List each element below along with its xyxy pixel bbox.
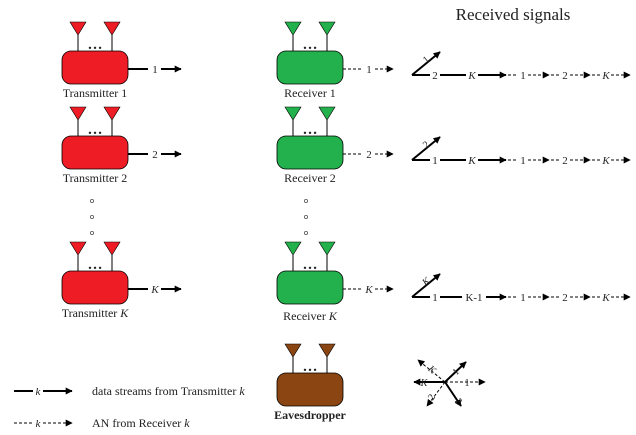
eavesdropper: … Eavesdropper — [274, 343, 347, 422]
legend: k data streams from Transmitter k k AN f… — [14, 384, 245, 430]
transmitter-k: … Transmitter K K — [61, 241, 182, 320]
desired-stream-arrow — [411, 136, 441, 161]
an-label: 1 — [520, 155, 526, 167]
an-label: 1 — [520, 70, 526, 82]
interference-label: K-1 — [465, 292, 482, 304]
transmitter-2-box — [61, 135, 129, 170]
eve-dashed-label: 1 — [465, 378, 470, 389]
vertical-ellipsis-receivers — [303, 198, 308, 235]
receiver-k: … Receiver K K — [276, 241, 394, 323]
an-label: K — [601, 70, 610, 82]
antenna-icon — [103, 241, 121, 256]
eve-solid-arrow — [444, 361, 467, 383]
transmitter-2: … Transmitter 2 2 — [61, 106, 182, 185]
an-label: 2 — [562, 292, 568, 304]
desired-stream-label: 1 — [421, 54, 432, 66]
antenna-icon — [284, 343, 302, 358]
desired-stream-label: 2 — [421, 139, 432, 151]
legend-symbol-label: k — [36, 418, 42, 430]
antenna-icon — [318, 21, 336, 36]
desired-stream-arrow — [411, 51, 441, 76]
eve-solid-label: 2 — [452, 396, 464, 406]
antenna-icon — [103, 106, 121, 121]
eavesdropper-label: Eavesdropper — [274, 408, 346, 422]
receiver-2-box — [276, 135, 344, 170]
interference-label: 2 — [432, 70, 438, 82]
antenna-icon — [318, 241, 336, 256]
an-label: K — [601, 155, 610, 167]
antenna-icon — [318, 343, 336, 358]
receiver-1: … Receiver 1 1 — [276, 21, 394, 100]
eve-dashed-arrow — [417, 359, 446, 383]
antenna-ellipsis: … — [303, 37, 318, 53]
receiver-1-an-label: 1 — [366, 64, 372, 76]
antenna-icon — [69, 21, 87, 36]
transmitter-1: … Transmitter 1 1 — [61, 21, 182, 100]
receiver-2-an-label: 2 — [366, 149, 372, 161]
an-label: 2 — [562, 70, 568, 82]
receiver-1-box — [276, 50, 344, 85]
antenna-ellipsis: … — [88, 37, 103, 53]
eavesdropper-received-signals: 1 2 K 1 K 2 — [413, 359, 486, 407]
legend-item-data-streams: k data streams from Transmitter k — [14, 384, 245, 398]
received-signal-row-2: 2 1 K 1 2 K — [411, 136, 631, 167]
eve-solid-label: 1 — [451, 367, 462, 378]
transmitter-k-box — [61, 270, 129, 305]
transmitter-k-stream-label: K — [150, 284, 159, 296]
eve-dashed-label: 2 — [426, 392, 438, 402]
eavesdropper-box — [276, 372, 344, 407]
legend-item-an: k AN from Receiver k — [14, 416, 190, 430]
antenna-ellipsis: … — [303, 359, 318, 375]
receiver-1-label: Receiver 1 — [284, 86, 336, 100]
desired-stream-arrow — [411, 273, 441, 298]
transmitter-2-stream-label: 2 — [152, 149, 158, 161]
antenna-icon — [69, 241, 87, 256]
interference-label: K — [467, 70, 476, 82]
receiver-k-an-label: K — [364, 284, 373, 296]
antenna-icon — [284, 21, 302, 36]
interference-label: 1 — [432, 155, 438, 167]
transmitter-k-label: Transmitter K — [62, 306, 130, 320]
receiver-k-label: Receiver K — [283, 309, 338, 323]
eve-dashed-arrow — [426, 381, 446, 407]
eve-solid-arrow — [444, 381, 462, 407]
interference-label: K — [467, 155, 476, 167]
an-label: 1 — [520, 292, 526, 304]
receiver-2: … Receiver 2 2 — [276, 106, 394, 185]
transmitter-1-label: Transmitter 1 — [63, 86, 128, 100]
received-signal-row-1: 1 2 K 1 2 K — [411, 51, 631, 82]
receiver-k-box — [276, 270, 344, 305]
antenna-icon — [284, 106, 302, 121]
antenna-icon — [69, 106, 87, 121]
transmitter-2-label: Transmitter 2 — [63, 171, 128, 185]
antenna-ellipsis: … — [88, 257, 103, 273]
an-label: K — [601, 292, 610, 304]
interference-label: 1 — [432, 292, 438, 304]
title-received-signals: Received signals — [456, 5, 571, 24]
antenna-ellipsis: … — [88, 122, 103, 138]
receiver-2-label: Receiver 2 — [284, 171, 336, 185]
eve-solid-label: K — [420, 378, 429, 389]
vertical-ellipsis-transmitters — [90, 198, 95, 235]
antenna-icon — [318, 106, 336, 121]
legend-symbol-label: k — [36, 386, 42, 398]
transmitter-1-box — [61, 50, 129, 85]
antenna-icon — [103, 21, 121, 36]
legend-an-text: AN from Receiver k — [92, 416, 190, 430]
transmitter-1-stream-label: 1 — [152, 64, 158, 76]
legend-data-streams-text: data streams from Transmitter k — [92, 384, 245, 398]
antenna-ellipsis: … — [303, 122, 318, 138]
an-label: 2 — [562, 155, 568, 167]
received-signal-row-k: K 1 K-1 1 2 K — [411, 273, 631, 304]
antenna-icon — [284, 241, 302, 256]
antenna-ellipsis: … — [303, 257, 318, 273]
